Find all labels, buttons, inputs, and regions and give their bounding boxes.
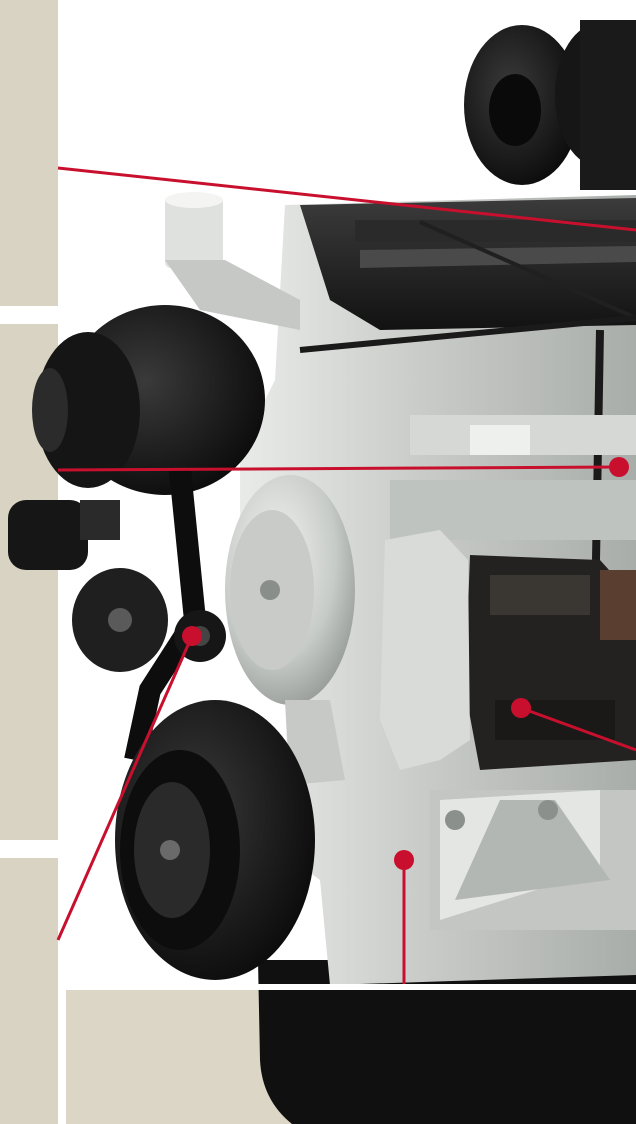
oil-sump [258,960,636,1124]
callout-dot [182,626,202,646]
water-pump [225,475,355,785]
side-panel-top [0,0,58,306]
callout-line-pulley [56,635,194,941]
drive-belt [124,468,207,763]
callout-dot [394,850,414,870]
callout-lines [56,166,636,990]
block-rib-3 [390,480,636,540]
fuel-line [419,220,636,320]
callout-line-block [57,465,619,472]
rocker-cover-ridge [355,220,636,242]
side-panel-bottom [0,858,58,1124]
turbocharger [464,20,636,190]
panel-separator [0,306,58,324]
injection-pump [465,555,636,770]
callout-dot [609,457,629,477]
callout-line-pump [520,706,636,752]
callout-dot [511,698,531,718]
bottom-panel-edge [58,984,636,990]
block-rib-2 [470,425,530,455]
crankshaft-pulley [115,700,315,980]
fan-pulley [32,305,265,495]
fuel-line-2 [299,315,636,353]
engine-mount-bracket [430,790,636,930]
callout-line-cylinder-head [57,166,636,232]
water-outlet [165,192,300,330]
panel-separator [0,840,58,858]
timing-cover [380,530,470,770]
alternator [8,500,168,672]
